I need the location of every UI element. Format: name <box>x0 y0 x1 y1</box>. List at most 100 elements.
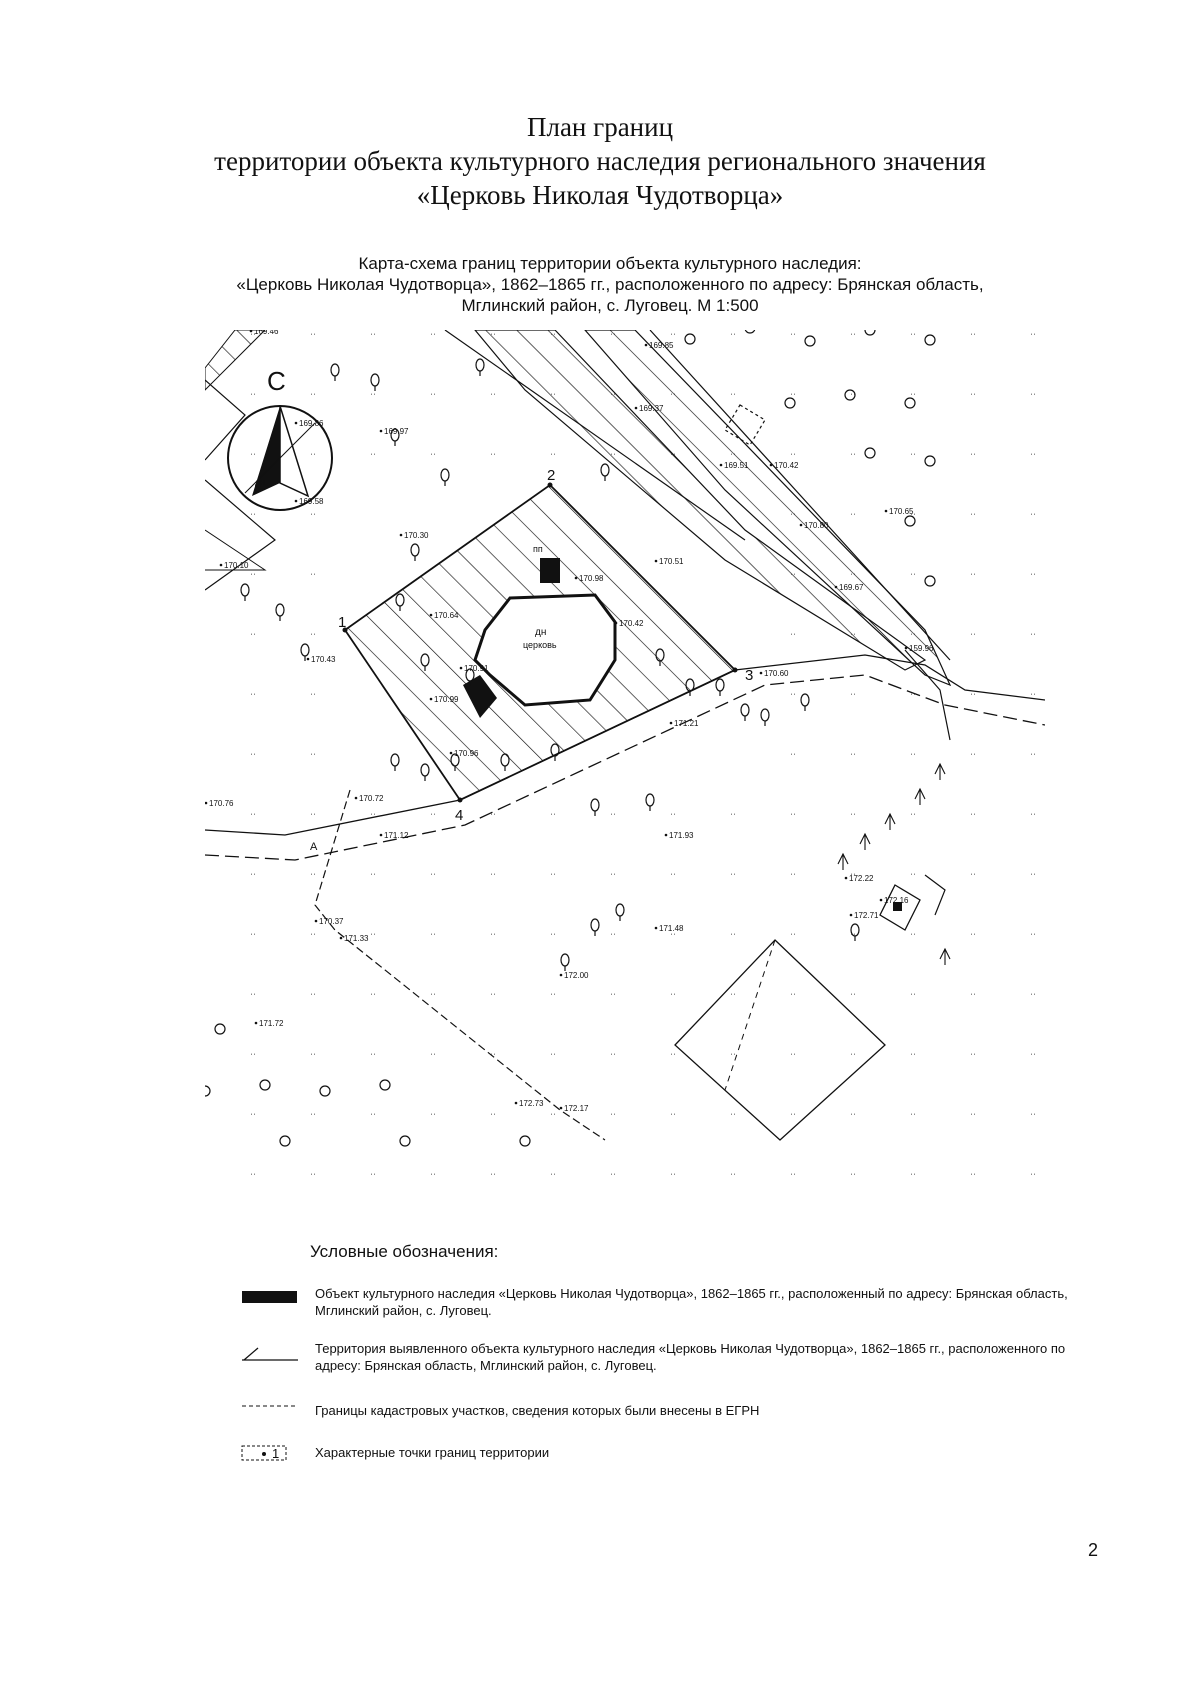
elevation-point <box>339 936 343 940</box>
tree-icon <box>560 953 570 967</box>
grass-mark: ˈˈ <box>790 1172 796 1182</box>
grass-mark: ˈˈ <box>730 1112 736 1122</box>
grass-mark: ˈˈ <box>430 1172 436 1182</box>
elevation-point <box>399 533 403 537</box>
grass-mark: ˈˈ <box>490 932 496 942</box>
elevation-point <box>799 523 803 527</box>
north-label: С <box>267 366 286 396</box>
grass-mark: ˈˈ <box>850 1172 856 1182</box>
tree-icon <box>300 643 310 657</box>
elevation-point <box>559 1106 563 1110</box>
legend-text-territory: Территория выявленного объекта культурно… <box>315 1341 1066 1373</box>
grass-mark: ˈˈ <box>730 932 736 942</box>
grass-mark: ˈˈ <box>790 692 796 702</box>
grass-mark: ˈˈ <box>1030 692 1036 702</box>
grass-mark: ˈˈ <box>670 1052 676 1062</box>
grass-mark: ˈˈ <box>670 1112 676 1122</box>
shrub-icon <box>904 515 916 527</box>
elevation-point <box>614 621 618 625</box>
grass-mark: ˈˈ <box>490 872 496 882</box>
elevation-point <box>459 666 463 670</box>
tree-icon <box>590 798 600 812</box>
grass-mark: ˈˈ <box>910 452 916 462</box>
grass-mark: ˈˈ <box>730 452 736 462</box>
legend-solid-bar-icon <box>240 1287 300 1313</box>
elevation-point <box>759 671 763 675</box>
page-number: 2 <box>1087 1540 1098 1560</box>
grass-mark: ˈˈ <box>310 632 316 642</box>
elevation-label: 170.72 <box>359 794 384 803</box>
shrub-icon <box>519 1135 531 1147</box>
elevation-label: 169.37 <box>639 404 664 413</box>
road-edge-north <box>205 654 1045 836</box>
tree-icon <box>240 583 250 597</box>
grass-mark: ˈˈ <box>910 632 916 642</box>
map-caption-line-1: Карта-схема границ территории объекта ку… <box>358 254 862 273</box>
grass-mark: ˈˈ <box>790 632 796 642</box>
elevation-point <box>205 801 208 805</box>
grass-mark: ˈˈ <box>430 1112 436 1122</box>
grass-mark: ˈˈ <box>610 392 616 402</box>
elevation-label: 170.43 <box>311 655 336 664</box>
grass-mark: ˈˈ <box>850 512 856 522</box>
elevation-point <box>379 833 383 837</box>
dotted-plot <box>724 404 766 446</box>
shrub-icon <box>399 1135 411 1147</box>
shrub-icon <box>214 1023 226 1035</box>
grass-mark: ˈˈ <box>310 572 316 582</box>
shrub-icon <box>684 333 696 345</box>
grass-mark: ˈˈ <box>670 392 676 402</box>
porch-label: пп <box>533 544 543 554</box>
elevation-label: 172.17 <box>564 1104 589 1113</box>
elevation-point <box>844 876 848 880</box>
grass-mark: ˈˈ <box>730 872 736 882</box>
cadastral-boundary <box>314 789 606 1141</box>
elevation-label: 169.97 <box>384 427 409 436</box>
elevation-label: 170.42 <box>774 461 799 470</box>
elevation-point <box>559 973 563 977</box>
tree-icon <box>590 918 600 932</box>
grass-mark: ˈˈ <box>910 932 916 942</box>
grass-mark: ˈˈ <box>850 452 856 462</box>
grass-mark: ˈˈ <box>970 752 976 762</box>
grass-mark: ˈˈ <box>550 932 556 942</box>
legend-hatched-line-icon <box>240 1342 300 1368</box>
grass-mark: ˈˈ <box>370 872 376 882</box>
elevation-label: 170.37 <box>319 917 344 926</box>
grass-mark: ˈˈ <box>550 872 556 882</box>
grass-mark: ˈˈ <box>310 932 316 942</box>
grass-mark: ˈˈ <box>1030 1052 1036 1062</box>
legend-point-box-icon: 1 <box>240 1442 300 1468</box>
grass-mark: ˈˈ <box>550 1172 556 1182</box>
tree-icon <box>330 363 340 377</box>
map-caption-line-2: «Церковь Николая Чудотворца», 1862–1865 … <box>236 275 984 294</box>
map-caption-line-3: Мглинский район, с. Луговец. М 1:500 <box>461 296 759 315</box>
grass-mark: ˈˈ <box>250 632 256 642</box>
grass-mark: ˈˈ <box>1030 512 1036 522</box>
elevation-label: 170.65 <box>889 507 914 516</box>
grass-mark: ˈˈ <box>250 332 256 342</box>
grass-mark: ˈˈ <box>610 452 616 462</box>
grass-mark: ˈˈ <box>730 332 736 342</box>
grass-mark: ˈˈ <box>490 332 496 342</box>
elevation-label: 170.80 <box>804 521 829 530</box>
grass-mark: ˈˈ <box>970 332 976 342</box>
grass-mark: ˈˈ <box>790 392 796 402</box>
grass-mark: ˈˈ <box>250 812 256 822</box>
grass-mark: ˈˈ <box>910 1172 916 1182</box>
elevation-label: 169.58 <box>299 497 324 506</box>
elevation-label: 169.67 <box>839 583 864 592</box>
grass-mark: ˈˈ <box>250 692 256 702</box>
grass-mark: ˈˈ <box>370 452 376 462</box>
grass-mark: ˈˈ <box>250 512 256 522</box>
grass-mark: ˈˈ <box>670 932 676 942</box>
hatched-strip-left <box>205 330 266 391</box>
elevation-label: 172.00 <box>564 971 589 980</box>
grass-mark: ˈˈ <box>310 752 316 762</box>
grass-mark: ˈˈ <box>370 1172 376 1182</box>
grass-mark: ˈˈ <box>1030 812 1036 822</box>
grass-mark: ˈˈ <box>910 812 916 822</box>
grass-mark: ˈˈ <box>250 932 256 942</box>
grass-mark: ˈˈ <box>310 872 316 882</box>
grass-mark: ˈˈ <box>490 1172 496 1182</box>
